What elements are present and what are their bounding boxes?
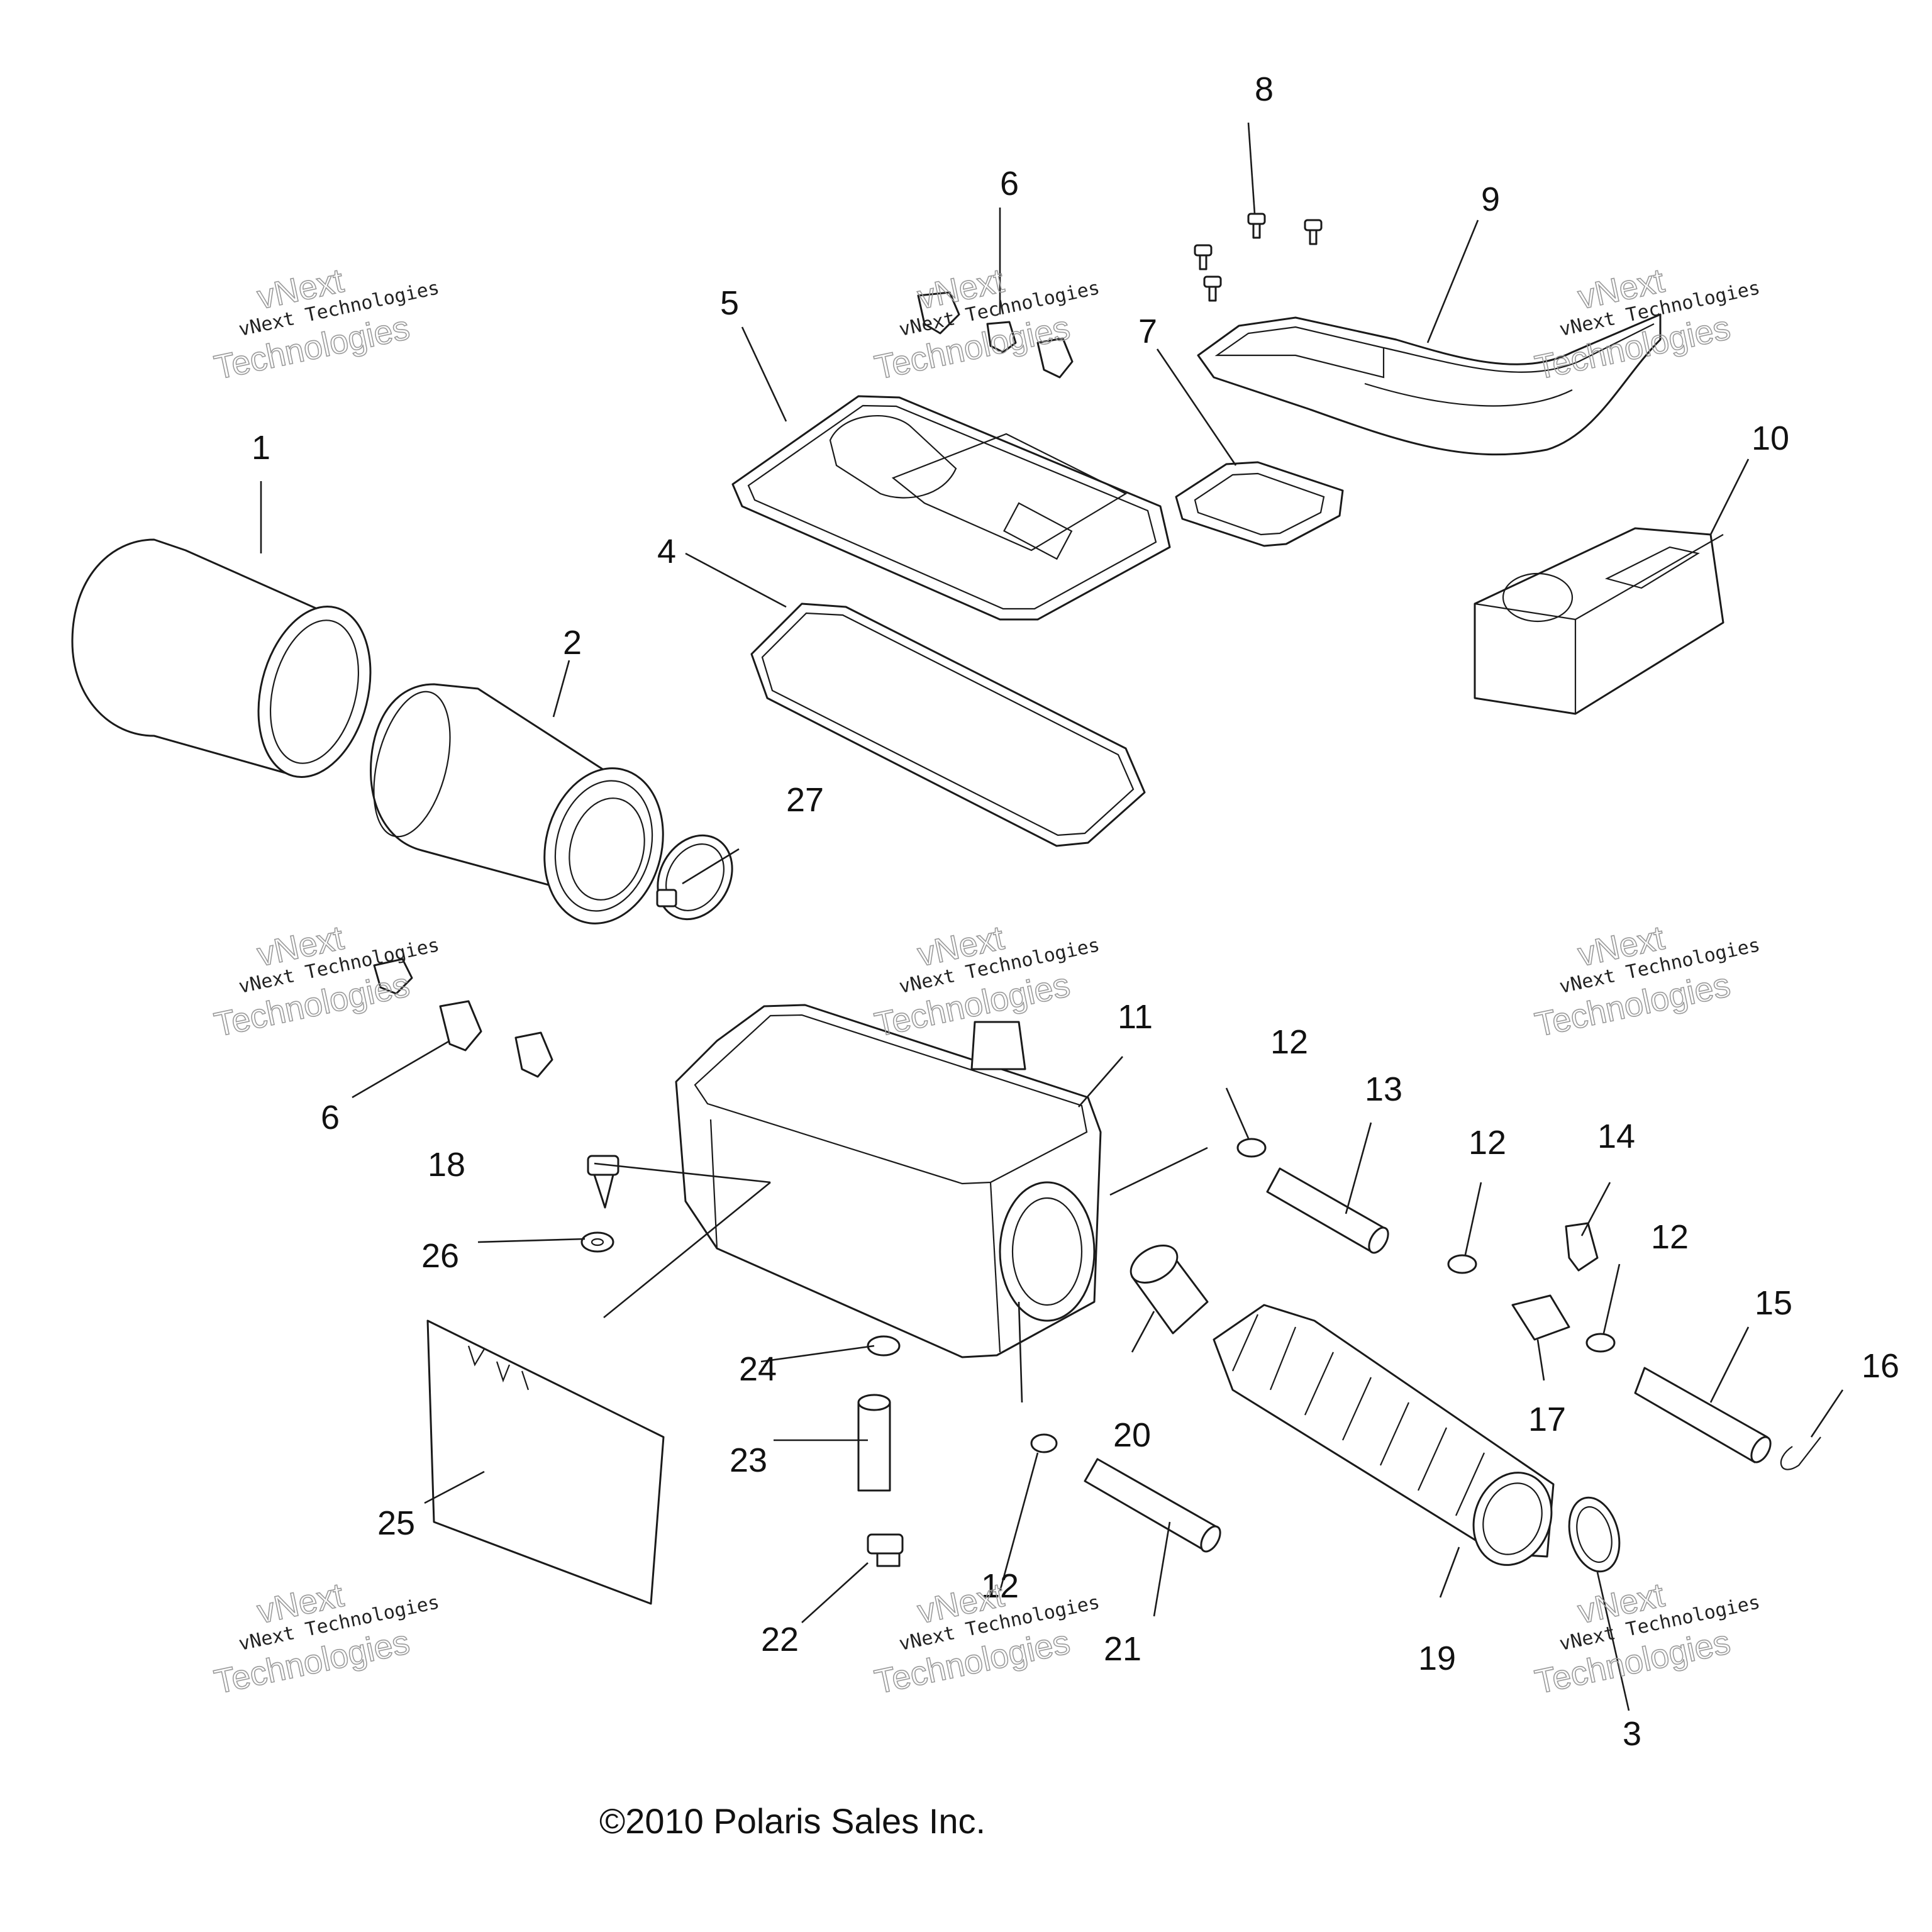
watermark-top-left: vNext vNext Technologies Technologies	[211, 261, 441, 387]
part-12-clamps	[1030, 1138, 1616, 1453]
watermark-mid-right: vNext vNext Technologies Technologies	[1531, 918, 1762, 1045]
callout-27: 27	[786, 781, 824, 819]
callout-12-a: 12	[1270, 1023, 1308, 1061]
part-16-hairpin	[1780, 1436, 1821, 1470]
part-18-bolt	[587, 1155, 619, 1209]
callout-2: 2	[563, 624, 582, 662]
part-8-screws	[1194, 213, 1323, 302]
watermark-mid-center: vNext vNext Technologies Technologies	[871, 918, 1102, 1045]
callout-22: 22	[761, 1621, 799, 1658]
callout-21: 21	[1104, 1630, 1141, 1668]
callout-18: 18	[428, 1146, 465, 1184]
callout-7: 7	[1138, 313, 1157, 350]
callout-26: 26	[421, 1237, 459, 1275]
callout-19: 19	[1418, 1640, 1456, 1677]
callout-11: 11	[1118, 998, 1153, 1036]
part-21-hose	[1084, 1458, 1221, 1553]
part-27-clamp	[656, 834, 733, 921]
callout-5: 5	[720, 284, 739, 322]
callout-8: 8	[1255, 70, 1274, 108]
callout-6-top: 6	[1000, 165, 1019, 203]
part-20-coupler	[1130, 1245, 1209, 1335]
callout-3: 3	[1623, 1715, 1641, 1753]
part-26-washer	[580, 1231, 614, 1253]
callout-25: 25	[377, 1504, 415, 1542]
part-1-prefilter	[71, 538, 372, 778]
leader-lines	[260, 122, 1844, 1711]
callout-15: 15	[1755, 1284, 1792, 1322]
callout-16: 16	[1862, 1347, 1899, 1385]
part-5-airbox-cover	[731, 395, 1171, 621]
callout-12-d: 12	[981, 1567, 1019, 1605]
watermark-top-center: vNext vNext Technologies Technologies	[871, 261, 1102, 387]
callout-20: 20	[1113, 1416, 1151, 1454]
callout-9: 9	[1481, 180, 1500, 218]
callout-12-c: 12	[1651, 1218, 1689, 1256]
part-9-intake-duct	[1197, 313, 1662, 456]
callout-17: 17	[1528, 1401, 1566, 1438]
callout-13: 13	[1365, 1070, 1402, 1108]
part-23-drain-tube	[857, 1394, 891, 1492]
part-6-clips-top	[917, 291, 1074, 379]
callout-14: 14	[1597, 1118, 1635, 1155]
part-4-gasket	[750, 602, 1146, 847]
part-22-drain-valve	[867, 1533, 904, 1567]
part-19-intake-boot	[1213, 1304, 1555, 1566]
callout-4: 4	[657, 533, 676, 570]
part-15-hose	[1634, 1367, 1772, 1463]
part-6-clips-lower	[373, 958, 553, 1078]
part-13-hose	[1266, 1167, 1389, 1254]
callout-1: 1	[252, 429, 270, 467]
callout-23: 23	[730, 1441, 767, 1479]
part-17-valve	[1511, 1294, 1570, 1341]
watermark-top-right: vNext vNext Technologies Technologies	[1531, 261, 1762, 387]
callout-24: 24	[739, 1350, 777, 1388]
watermark-bottom-left: vNext vNext Technologies Technologies	[211, 1575, 441, 1702]
watermark-mid-left: vNext vNext Technologies Technologies	[211, 918, 441, 1045]
callout-12-b: 12	[1468, 1124, 1506, 1162]
part-11-airbox-base	[675, 1004, 1102, 1358]
part-25-panel	[426, 1319, 665, 1605]
part-10-foam-block	[1474, 527, 1724, 715]
callout-10: 10	[1752, 419, 1789, 457]
copyright-notice: ©2010 Polaris Sales Inc.	[599, 1801, 985, 1841]
callout-6-lower: 6	[321, 1099, 340, 1136]
part-7-plate	[1175, 461, 1344, 547]
watermark-bottom-right: vNext vNext Technologies Technologies	[1531, 1575, 1762, 1702]
part-24-clamp	[867, 1335, 901, 1357]
part-3-clamp	[1568, 1496, 1621, 1573]
part-14-clip	[1565, 1222, 1599, 1272]
part-2-air-filter	[370, 683, 664, 924]
callout-numbers: 1 2 3 4 5 6 6 7 8 9 10 11 12 12 12 12 13…	[252, 70, 1899, 1753]
